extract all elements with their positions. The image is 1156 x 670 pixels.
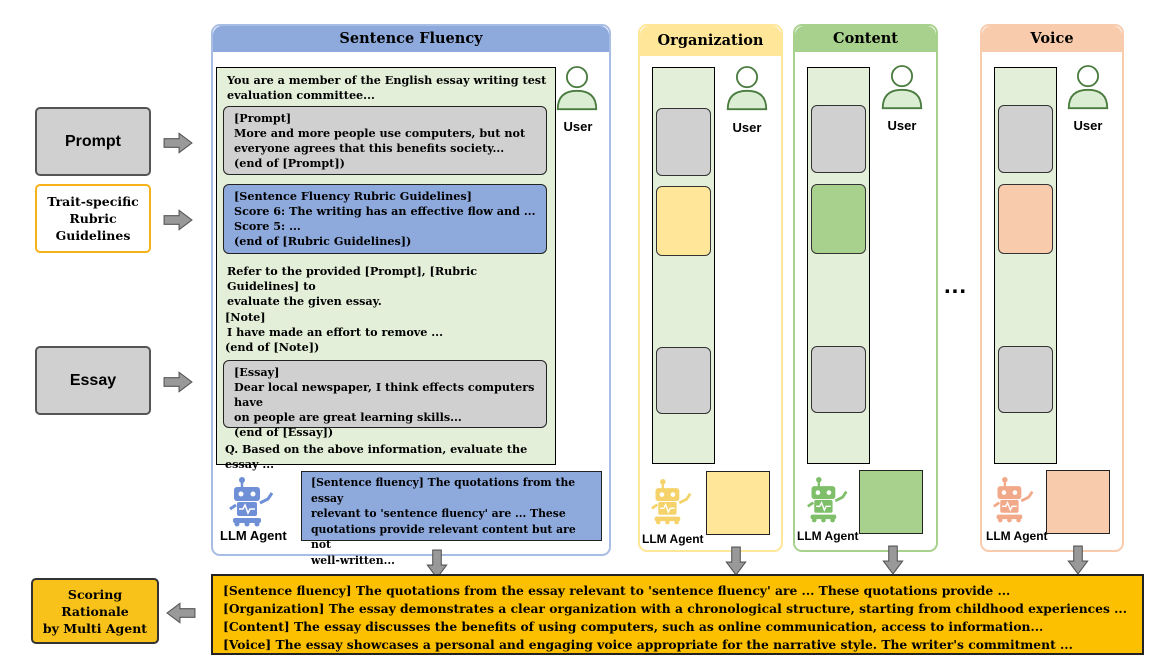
arrow-right-icon xyxy=(163,132,193,154)
voice-essay-slot xyxy=(998,346,1053,413)
llm-agent-label: LLM Agent xyxy=(797,529,859,543)
prompt-block-line: More and more people use computers, but … xyxy=(234,126,526,140)
essay-block-line: [Essay] xyxy=(234,365,280,379)
rubric-label-line3: Guidelines xyxy=(55,228,131,243)
essay-block-line: on people are great learning skills... xyxy=(234,410,462,424)
response-line: well-written... xyxy=(311,553,395,567)
content-output-box xyxy=(859,470,923,534)
refer-line-1: Refer to the provided [Prompt], [Rubric … xyxy=(227,264,478,293)
final-rationale-box: [Sentence fluency] The quotations from t… xyxy=(211,574,1144,655)
sentence-fluency-prompt: You are a member of the English essay wr… xyxy=(216,67,556,471)
arrow-down-icon xyxy=(725,546,747,576)
user-icon xyxy=(1066,63,1110,113)
question-line: Q. Based on the above information, evalu… xyxy=(225,442,528,471)
organization-output-box xyxy=(706,471,770,535)
intro-line-2: evaluation committee... xyxy=(227,88,375,102)
rationale-line: [Organization] The essay demonstrates a … xyxy=(223,601,1127,616)
voice-prompt-slot xyxy=(998,105,1053,173)
llm-agent-label: LLM Agent xyxy=(642,532,704,546)
more-traits-ellipsis: ... xyxy=(944,272,968,299)
rationale-label-line1: Scoring xyxy=(67,586,123,602)
user-icon xyxy=(880,63,924,113)
robot-icon xyxy=(806,474,850,524)
voice-title: Voice xyxy=(982,26,1122,52)
rationale-line: [Sentence fluency] The quotations from t… xyxy=(223,583,1011,598)
rubric-block-line: [Sentence Fluency Rubric Guidelines] xyxy=(234,189,472,203)
essay-input-box: Essay xyxy=(35,346,151,415)
content-title: Content xyxy=(795,26,936,52)
arrow-right-icon xyxy=(163,209,193,231)
user-icon xyxy=(725,64,769,114)
robot-icon xyxy=(992,474,1036,524)
essay-block-line: (end of [Essay]) xyxy=(234,425,334,439)
response-line: quotations provide relevant content but … xyxy=(311,522,576,552)
prompt-label: Prompt xyxy=(65,132,121,150)
rationale-line: [Content] The essay discusses the benefi… xyxy=(223,619,1044,634)
organization-title: Organization xyxy=(640,26,781,56)
arrow-down-icon xyxy=(1067,545,1089,575)
response-line: relevant to 'sentence fluency' are ... T… xyxy=(311,507,566,520)
response-line: [Sentence fluency] The quotations from t… xyxy=(311,476,576,505)
content-essay-slot xyxy=(811,346,866,413)
rubric-block-line: Score 5: ... xyxy=(234,219,301,233)
rubric-input-box: Trait-specific Rubric Guidelines xyxy=(35,184,151,253)
rationale-label-line2: Rationale xyxy=(61,603,129,619)
rubric-label-line1: Trait-specific xyxy=(47,194,139,209)
content-prompt-slot xyxy=(811,105,866,173)
robot-icon xyxy=(650,476,694,526)
organization-prompt-slot xyxy=(656,108,711,176)
llm-agent-label: LLM Agent xyxy=(986,529,1048,543)
voice-output-box xyxy=(1046,470,1110,534)
sentence-fluency-title: Sentence Fluency xyxy=(213,26,609,52)
rubric-label-line2: Rubric xyxy=(69,211,117,226)
user-label: User xyxy=(732,120,762,135)
refer-line-2: evaluate the given essay. xyxy=(227,294,382,308)
essay-label: Essay xyxy=(69,371,117,389)
intro-line-1: You are a member of the English essay wr… xyxy=(227,73,547,87)
agent-response-box: [Sentence fluency] The quotations from t… xyxy=(301,471,602,567)
arrow-down-icon xyxy=(882,545,904,575)
user-label: User xyxy=(1073,118,1103,133)
prompt-block-line: everyone agrees that this benefits socie… xyxy=(234,141,505,155)
voice-rubric-slot xyxy=(998,184,1053,254)
note-line: I have made an effort to remove ... xyxy=(227,325,443,339)
user-label: User xyxy=(563,119,593,134)
note-line: [Note] xyxy=(225,310,266,324)
essay-block: [Essay] Dear local newspaper, I think ef… xyxy=(223,360,547,439)
rationale-label-line3: by Multi Agent xyxy=(42,620,148,636)
scoring-rationale-box: Scoring Rationale by Multi Agent xyxy=(31,578,159,644)
robot-icon xyxy=(228,475,276,527)
prompt-input-box: Prompt xyxy=(35,107,151,176)
essay-block-line: Dear local newspaper, I think effects co… xyxy=(234,380,535,409)
organization-essay-slot xyxy=(656,347,711,414)
arrow-left-icon xyxy=(166,602,196,624)
llm-agent-label: LLM Agent xyxy=(220,528,287,543)
arrow-right-icon xyxy=(163,371,193,393)
prompt-block: [Prompt] More and more people use comput… xyxy=(223,106,547,175)
user-icon xyxy=(555,64,599,114)
organization-rubric-slot xyxy=(656,186,711,256)
prompt-block-line: [Prompt] xyxy=(234,111,292,125)
rubric-block-line: Score 6: The writing has an effective fl… xyxy=(234,204,536,218)
content-rubric-slot xyxy=(811,184,866,254)
rationale-line: [Voice] The essay showcases a personal a… xyxy=(223,637,1073,652)
rubric-block-line: (end of [Rubric Guidelines]) xyxy=(234,234,412,248)
note-line: (end of [Note]) xyxy=(225,340,320,354)
user-label: User xyxy=(887,118,917,133)
prompt-block-line: (end of [Prompt]) xyxy=(234,156,345,170)
rubric-block: [Sentence Fluency Rubric Guidelines] Sco… xyxy=(223,184,547,254)
